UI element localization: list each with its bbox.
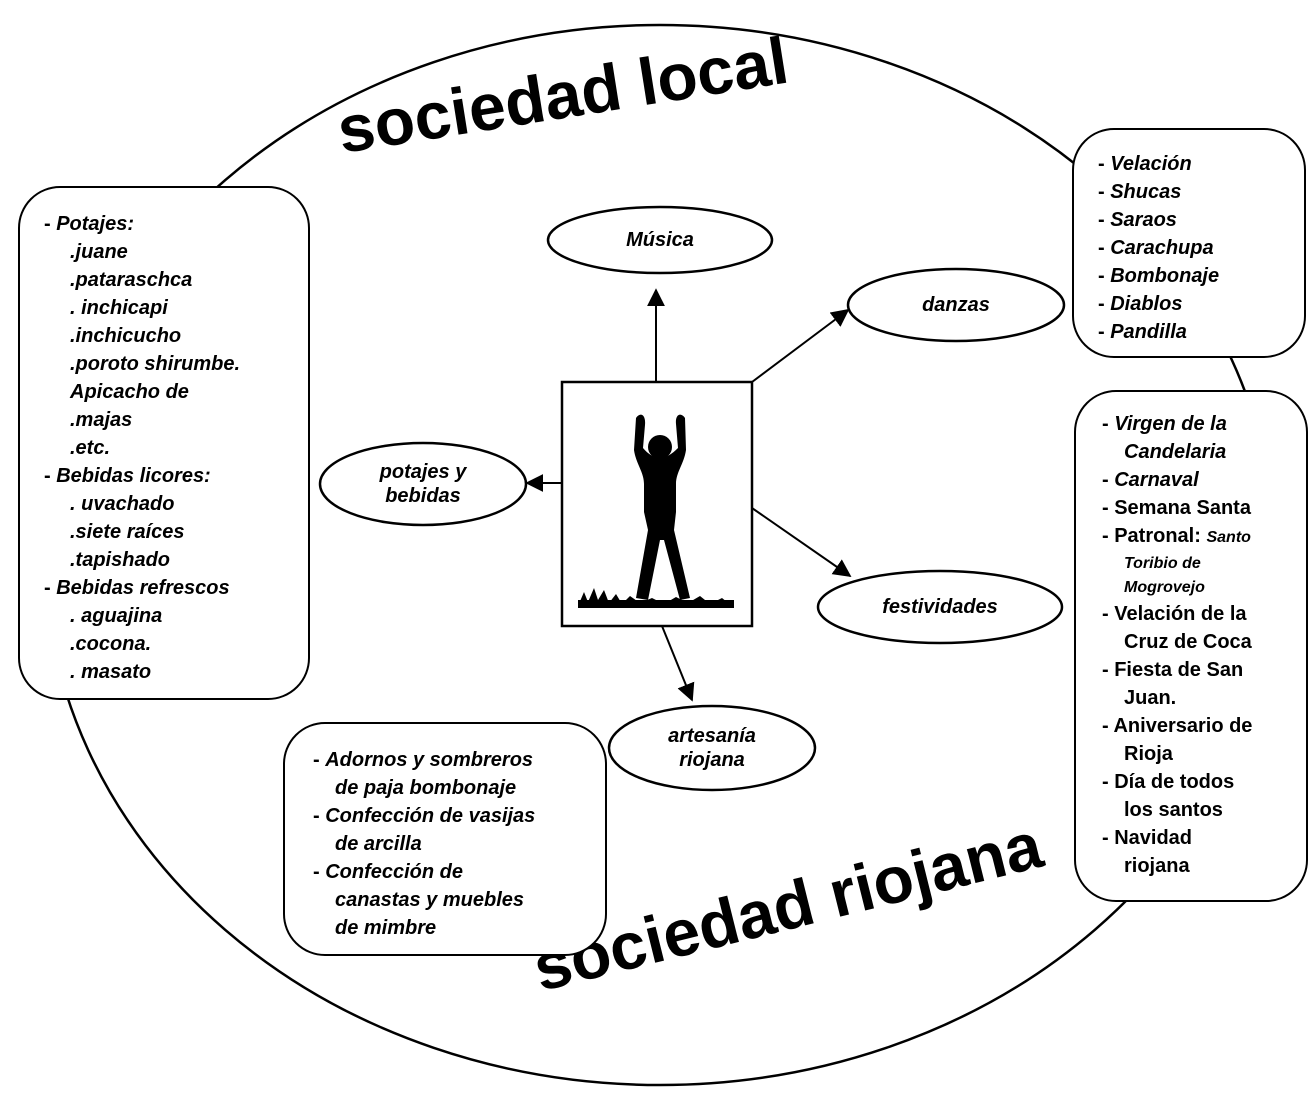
list-item: Bombonaje <box>1098 262 1304 290</box>
list-item: Confección de <box>313 858 605 886</box>
list-item: canastas y muebles <box>335 889 524 911</box>
list-item: .pataraschca <box>70 269 193 291</box>
label-musica: Música <box>626 229 694 251</box>
arrow-to-festividades <box>751 507 852 578</box>
list-item: Toribio de <box>1124 555 1201 572</box>
list-item: Potajes: <box>44 210 308 238</box>
list-item: Patronal: Santo <box>1102 522 1306 552</box>
list-item: Día de todos <box>1102 768 1306 796</box>
list-item: Carachupa <box>1098 234 1304 262</box>
list-item: Diablos <box>1098 290 1304 318</box>
label-festividades: festividades <box>882 596 998 618</box>
label-potajes-line2: bebidas <box>385 485 461 507</box>
list-item: Semana Santa <box>1102 494 1306 522</box>
central-figure-image <box>560 380 754 628</box>
box-festividades: Virgen de la Candelaria Carnaval Semana … <box>1074 390 1308 902</box>
oval-artesania <box>607 704 817 792</box>
list-item: Adornos y sombreros <box>313 746 605 774</box>
arrow-to-artesania <box>661 625 695 702</box>
box-danzas: Velación Shucas Saraos Carachupa Bombona… <box>1072 128 1306 358</box>
list-item: de mimbre <box>335 917 437 939</box>
list-item: .inchicucho <box>70 325 182 347</box>
list-item: . aguajina <box>70 605 163 627</box>
list-item: Apicacho de <box>70 381 189 403</box>
list-item: Bebidas refrescos <box>44 574 308 602</box>
list-item: Rioja <box>1124 743 1173 765</box>
list-item: Bebidas licores: <box>44 462 308 490</box>
list-item: Juan. <box>1124 687 1177 709</box>
list-item: Carnaval <box>1102 466 1306 494</box>
list-item: Fiesta de San <box>1102 656 1306 684</box>
label-artesania-line2: riojana <box>679 749 745 771</box>
list-item: Velación de la <box>1102 600 1306 628</box>
label-potajes: potajes y bebidas <box>320 460 526 508</box>
label-danzas: danzas <box>922 294 990 316</box>
patronal-label: Patronal: <box>1114 525 1201 547</box>
list-item: .etc. <box>70 437 111 459</box>
oval-potajes <box>318 441 528 527</box>
list-item: Saraos <box>1098 206 1304 234</box>
list-item: .tapishado <box>70 549 171 571</box>
list-item: .juane <box>70 241 128 263</box>
list-item: Virgen de la <box>1102 410 1306 438</box>
label-artesania: artesanía riojana <box>609 724 815 772</box>
list-item: Shucas <box>1098 178 1304 206</box>
box-artesania: Adornos y sombreros de paja bombonaje Co… <box>283 722 607 956</box>
box-potajes-bebidas: Potajes: .juane .pataraschca . inchicapi… <box>18 186 310 700</box>
list-item: . inchicapi <box>70 297 168 319</box>
list-item: Mogrovejo <box>1124 579 1205 596</box>
list-item: .poroto shirumbe. <box>70 353 240 375</box>
list-item: Confección de vasijas <box>313 802 605 830</box>
list-item: Candelaria <box>1124 441 1227 463</box>
list-item: Cruz de Coca <box>1124 631 1252 653</box>
list-item: . masato <box>70 661 152 683</box>
list-item: Velación <box>1098 150 1304 178</box>
oval-danzas <box>846 267 1066 343</box>
list-item: Aniversario de <box>1102 712 1306 740</box>
list-item: .cocona. <box>70 633 152 655</box>
oval-musica <box>546 205 774 275</box>
list-item: los santos <box>1124 799 1223 821</box>
list-item: Navidad <box>1102 824 1306 852</box>
label-artesania-line1: artesanía <box>668 725 756 747</box>
list-item: .majas <box>70 409 133 431</box>
list-item: riojana <box>1124 855 1190 877</box>
list-item: .siete raíces <box>70 521 185 543</box>
list-item: Pandilla <box>1098 318 1304 346</box>
list-item: de arcilla <box>335 833 422 855</box>
arrow-to-danzas <box>751 308 850 383</box>
label-potajes-line1: potajes y <box>379 461 467 483</box>
patronal-saint: Santo <box>1206 529 1251 546</box>
oval-festividades <box>816 569 1064 645</box>
list-item: de paja bombonaje <box>335 777 517 799</box>
list-item: . uvachado <box>70 493 175 515</box>
